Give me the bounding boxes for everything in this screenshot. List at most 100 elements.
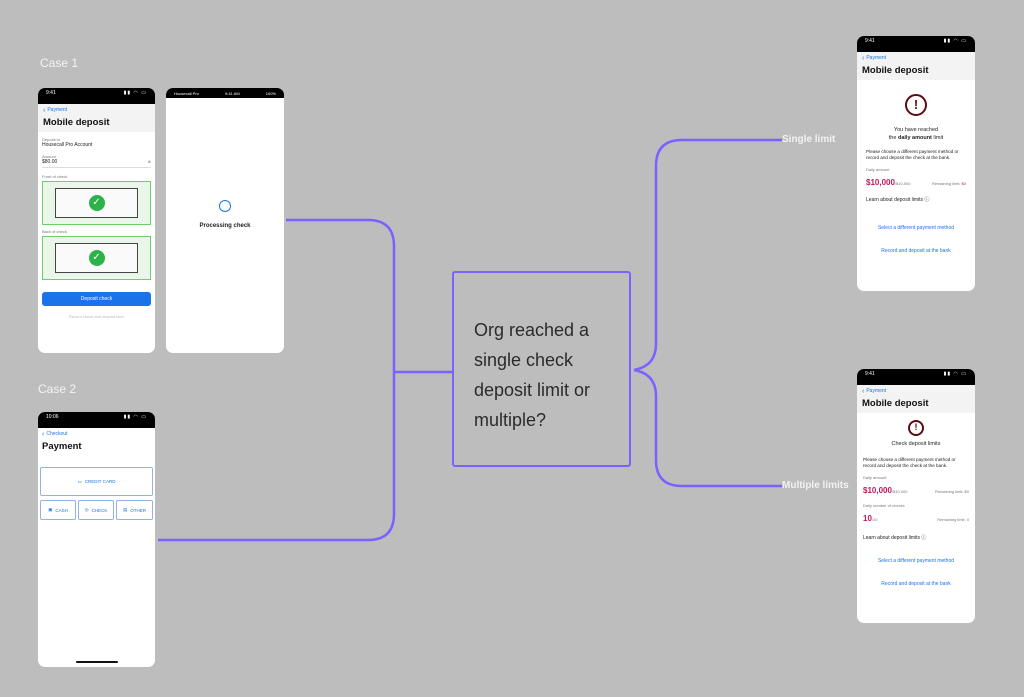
signal-icon: ▮▮ ◠ ▭ (123, 414, 147, 420)
instruction-text: Please choose a different payment method… (866, 149, 959, 160)
spinner-icon (219, 200, 231, 212)
connector-case1 (286, 218, 396, 372)
processing-phone: Housecall Pro 9:41 AM 100% Processing ch… (166, 88, 284, 353)
check-label: CHECK (91, 507, 108, 513)
back-of-check-label: Back of check (42, 229, 67, 234)
amount-value: $80.00 (42, 159, 58, 165)
back-button[interactable]: ‹Payment (862, 54, 970, 62)
status-bar: Housecall Pro 9:41 AM 100% (166, 88, 284, 98)
remaining-label: Remaining limit: (931, 181, 961, 186)
remaining-amount: Remaining limit: $0 (934, 489, 969, 494)
connector-multiple (633, 368, 782, 488)
connector-single (633, 138, 782, 372)
back-label: Checkout (46, 431, 68, 437)
status-time: 9:41 AM (224, 90, 240, 96)
back-button[interactable]: ‹Payment (43, 107, 150, 114)
amount-suffix: /$10,000 (891, 489, 908, 494)
record-deposit-link[interactable]: Record and deposit at the bank (881, 248, 951, 254)
checks-value: 10 (863, 514, 872, 523)
deposit-check-button[interactable]: Deposit check (42, 292, 151, 306)
mobile-deposit-phone: 9:41▮▮ ◠ ▭ ‹Payment Mobile deposit Depos… (38, 88, 155, 353)
daily-amount-label: Daily amount (863, 475, 887, 480)
alert-icon: ! (905, 94, 927, 116)
info-icon: ⓘ (924, 197, 930, 203)
reached-line-2: the daily amount limit (857, 134, 975, 142)
front-check-image[interactable]: ✓ (42, 181, 151, 225)
reached-suffix: limit (931, 135, 944, 141)
amount-value: $10,000 (866, 178, 895, 187)
check-icon: ◎ (84, 507, 89, 512)
cash-label: CASH (55, 507, 68, 513)
amount-label: Amount (42, 154, 56, 159)
deposit-to-label: Deposit to (42, 137, 61, 142)
checks-suffix: /10 (871, 517, 878, 522)
front-of-check-label: Front of check (42, 174, 68, 179)
clear-icon[interactable]: ⊗ (147, 159, 151, 164)
other-label: OTHER (130, 507, 146, 513)
status-bar: 9:41 ▮▮ ◠ ▭ (857, 36, 975, 46)
signal-icon: ▮▮ ◠ ▭ (123, 90, 147, 96)
amount-field[interactable]: $80.00 ⊗ (42, 159, 151, 168)
home-indicator (76, 661, 118, 663)
info-icon: ⓘ (921, 535, 927, 541)
reached-bold: daily amount (897, 135, 932, 141)
status-bar: 9:41 ▮▮ ◠ ▭ (38, 88, 155, 98)
other-button[interactable]: ▤OTHER (116, 500, 153, 520)
back-button[interactable]: ‹Payment (862, 388, 970, 395)
decision-text: Org reached a single check deposit limit… (474, 320, 591, 430)
chevron-left-icon: ‹ (42, 430, 45, 438)
status-time: 9:41 (865, 38, 875, 44)
learn-limits-label: Learn about deposit limits (866, 197, 923, 203)
back-label: Payment (47, 107, 68, 113)
back-check-image[interactable]: ✓ (42, 236, 151, 280)
single-limit-label: Single limit (782, 134, 836, 145)
select-payment-link[interactable]: Select a different payment method (877, 558, 955, 564)
single-limit-phone: 9:41 ▮▮ ◠ ▭ ‹Payment Mobile deposit ! You… (857, 36, 975, 291)
page-title: Mobile deposit (862, 398, 929, 409)
instruction-text: Please choose a different payment method… (863, 457, 956, 468)
record-later-link[interactable]: Record check and deposit later (68, 314, 125, 319)
back-button[interactable]: ‹Checkout (42, 430, 151, 438)
decision-box: Org reached a single check deposit limit… (452, 271, 631, 467)
learn-limits-link[interactable]: Learn about deposit limits ⓘ (863, 534, 969, 541)
status-time: 10:06 (46, 414, 59, 420)
back-label: Payment (866, 388, 887, 394)
check-button[interactable]: ◎CHECK (78, 500, 114, 520)
cash-button[interactable]: ▣CASH (40, 500, 76, 520)
checkmark-icon: ✓ (88, 250, 105, 266)
select-payment-link[interactable]: Select a different payment method (877, 225, 955, 231)
credit-card-button[interactable]: ▭CREDIT CARD (40, 467, 153, 496)
multiple-limits-label: Multiple limits (782, 480, 849, 491)
page-title: Mobile deposit (862, 65, 929, 76)
other-icon: ▤ (122, 507, 128, 512)
page-title: Payment (42, 441, 82, 452)
amount-suffix: /$10,000 (894, 181, 911, 186)
amount-value: $10,000 (863, 486, 892, 495)
back-label: Payment (866, 55, 887, 61)
payment-phone: 10:06 ▮▮ ◠ ▭ ‹Checkout Payment ▭CREDIT CA… (38, 412, 155, 667)
reached-prefix: the (888, 135, 898, 141)
chevron-left-icon: ‹ (862, 54, 865, 62)
status-time: 9:41 (46, 90, 56, 96)
signal-icon: ▮▮ ◠ ▭ (943, 38, 967, 44)
signal-icon: ▮▮ ◠ ▭ (943, 371, 967, 377)
cash-icon: ▣ (48, 507, 53, 512)
status-bar: 9:41 ▮▮ ◠ ▭ (857, 369, 975, 379)
alert-icon: ! (908, 420, 924, 436)
connector-case2 (158, 372, 396, 542)
credit-card-label: CREDIT CARD (84, 479, 116, 484)
processing-text: Processing check (199, 223, 251, 229)
reached-line-1: You have reached (893, 127, 939, 133)
record-deposit-link[interactable]: Record and deposit at the bank (881, 581, 951, 587)
learn-limits-link[interactable]: Learn about deposit limits ⓘ (866, 196, 966, 203)
multiple-limits-phone: 9:41 ▮▮ ◠ ▭ ‹Payment Mobile deposit ! Che… (857, 369, 975, 623)
battery-label: 100% (265, 90, 276, 96)
remaining-value: $0 (961, 181, 966, 186)
deposit-to-value[interactable]: Housecall Pro Account (42, 142, 93, 148)
limits-heading: Check deposit limits (891, 441, 941, 447)
checkmark-icon: ✓ (88, 195, 105, 211)
daily-amount-label: Daily amount (866, 167, 890, 172)
case-2-label: Case 2 (38, 382, 77, 396)
status-time: 9:41 (865, 371, 875, 377)
